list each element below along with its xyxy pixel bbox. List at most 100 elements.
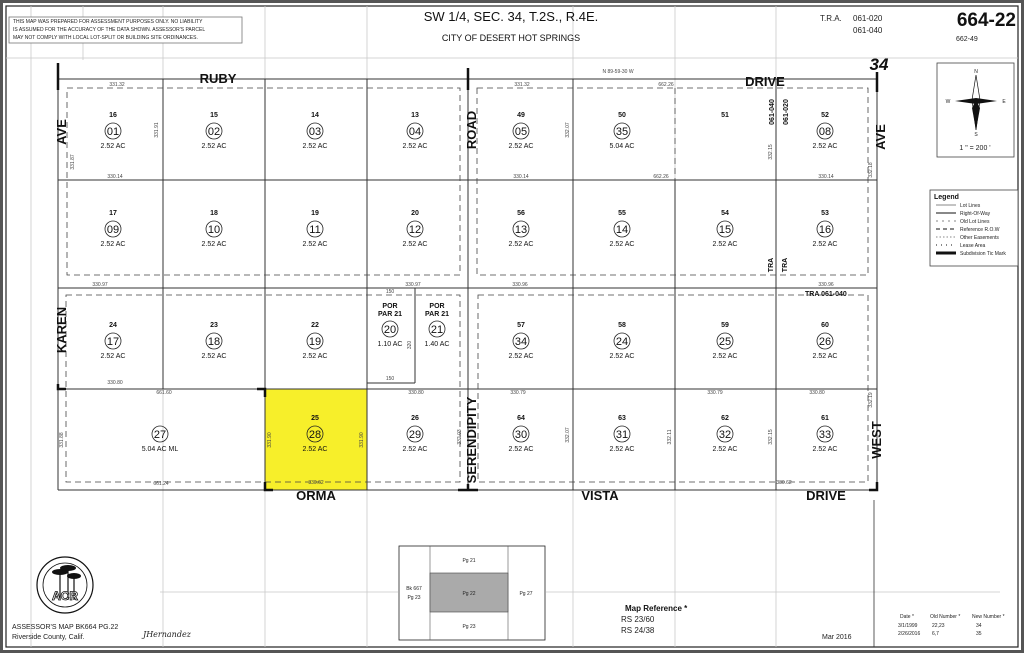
- index-current-page: [429, 572, 509, 613]
- seal-text: ACR: [52, 589, 78, 603]
- parcel-number: 31: [616, 429, 628, 441]
- compass-n: N: [974, 69, 978, 75]
- lot-number: 61: [821, 415, 829, 422]
- table-cell: 6,7: [932, 631, 939, 637]
- parcel-area: 2.52 AC: [813, 446, 838, 453]
- lot-number: 54: [721, 210, 729, 217]
- lot-number: 25: [311, 415, 319, 422]
- dimension-label: 330.14: [818, 174, 834, 180]
- table-cell: 34: [976, 623, 982, 629]
- lot-number: 57: [517, 322, 525, 329]
- legend-item: Lot Lines: [960, 203, 981, 209]
- index-page-label: Pg 27: [519, 591, 532, 597]
- lot-number: POR: [382, 303, 397, 310]
- tra-label: T.R.A.: [820, 14, 842, 23]
- highlighted-parcel-28[interactable]: [265, 389, 367, 490]
- tra-boundary-label: 061-040: [769, 99, 776, 125]
- index-map: Pg 21 Pg 22 Pg 23 Pg 27 Bk 667 Pg 23: [398, 545, 546, 641]
- dimension-label: 330.14: [513, 174, 529, 180]
- parcel-number-circle: [613, 122, 631, 140]
- dimension-label: 331.91: [154, 122, 160, 138]
- parcel-area: 2.52 AC: [813, 143, 838, 150]
- street-serendipity: SERENDIPITY: [464, 396, 479, 483]
- parcel-area: 2.52 AC: [509, 241, 534, 248]
- parcel-number: 21: [431, 324, 443, 336]
- signature: JHernandez: [141, 630, 192, 639]
- lot-number: 55: [618, 210, 626, 217]
- north-arrow: N S W E 1 " = 200 ': [936, 62, 1015, 158]
- lot-number: 51: [721, 112, 729, 119]
- legend-item: Lease Area: [960, 243, 986, 249]
- parcel-area: 2.52 AC: [610, 446, 635, 453]
- lot-number: POR: [429, 303, 444, 310]
- dimension-label: 330.96: [512, 282, 528, 288]
- dimension-label: 332.03: [457, 429, 463, 445]
- dimension-label: 330.62: [776, 480, 792, 486]
- parcel-number-circle: [381, 320, 399, 338]
- palm-tree-icon: [59, 568, 75, 600]
- dimension-label: 331.90: [267, 432, 273, 448]
- dimension-label: 330.80: [809, 390, 825, 396]
- lot-number: 64: [517, 415, 525, 422]
- dimension-label: 662.26: [658, 82, 674, 88]
- lot-number: 15: [210, 112, 218, 119]
- map-title: SW 1/4, SEC. 34, T.2S., R.4E.: [424, 9, 599, 24]
- dimension-label: 331.88: [59, 432, 65, 448]
- parcel-number-circle: [205, 220, 223, 238]
- subdivision-tic-marks: [56, 63, 879, 492]
- parcel-number-circle: [716, 220, 734, 238]
- parcel-number: 10: [208, 224, 220, 236]
- lot-number: 26: [411, 415, 419, 422]
- dimension-label: 330.97: [405, 282, 421, 288]
- parcel-number: 25: [719, 336, 731, 348]
- dimension-label: 330.79: [707, 390, 723, 396]
- section-number: 34: [870, 55, 889, 74]
- dimension-label: 330.80: [107, 380, 123, 386]
- parcel-51[interactable]: 51: [721, 112, 729, 119]
- parcel-27[interactable]: 275.04 AC ML: [142, 425, 179, 453]
- parcel-area: 2.52 AC: [713, 446, 738, 453]
- parcel-number: 09: [107, 224, 119, 236]
- parcel-number-circle: [816, 425, 834, 443]
- parcel-number-circle: [512, 220, 530, 238]
- dimension-label: 330.62: [308, 480, 324, 486]
- legend-title: Legend: [934, 194, 959, 201]
- parcel-number-circle: [104, 332, 122, 350]
- parcel-area: 2.52 AC: [403, 143, 428, 150]
- map-reference-item: RS 24/38: [621, 626, 655, 635]
- index-page-label: Bk 667: [406, 586, 422, 592]
- parcel-area: 2.52 AC: [303, 241, 328, 248]
- dimension-label: 332.11: [667, 429, 673, 444]
